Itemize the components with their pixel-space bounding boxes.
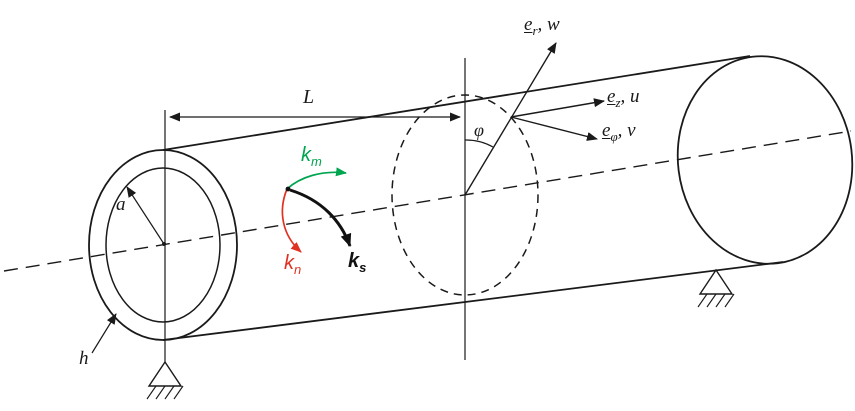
km-subscript: m — [311, 154, 322, 169]
kn-symbol: k — [284, 252, 294, 274]
er-vector-label: er, w — [524, 15, 560, 37]
km-symbol: k — [301, 144, 311, 166]
phi-angle-label: φ — [474, 120, 484, 140]
thickness-label: h — [79, 348, 89, 369]
ks-symbol: k — [348, 250, 360, 272]
er-symbol: e — [524, 14, 533, 35]
radius-label: a — [116, 194, 126, 215]
ez-symbol: e — [607, 86, 616, 107]
cylinder-bottom-edge — [162, 261, 784, 341]
er-displacement: , w — [537, 14, 560, 35]
ks-subscript: s — [359, 260, 367, 275]
ez-displacement: , u — [620, 86, 640, 107]
curvature-origin-dot — [285, 186, 291, 192]
ephi-symbol: e — [602, 120, 611, 141]
er-subscript: r — [532, 22, 538, 38]
ephi-subscript: φ — [610, 128, 618, 144]
kn-subscript: n — [294, 262, 302, 277]
ez-subscript: z — [615, 94, 621, 110]
ephi-vector-label: eφ, v — [602, 121, 636, 143]
left-support — [146, 360, 184, 400]
km-arrow — [286, 167, 347, 190]
right-support — [697, 268, 735, 308]
length-label: L — [303, 86, 315, 108]
er-axis-arrow — [464, 42, 557, 196]
ephi-displacement: , v — [617, 120, 636, 141]
ephi-axis-arrow — [510, 116, 598, 141]
left-outer-ellipse — [88, 149, 238, 341]
kn-curvature-label: kn — [284, 253, 301, 276]
ks-arrow — [289, 188, 352, 247]
km-curvature-label: km — [301, 145, 322, 168]
ks-curvature-label: ks — [348, 251, 366, 274]
ez-vector-label: ez, u — [607, 87, 640, 109]
ez-axis-arrow — [510, 98, 605, 118]
kn-arrow — [281, 188, 302, 253]
phi-angle-arc — [464, 139, 494, 148]
thickness-arrow — [91, 313, 117, 354]
cylinder-top-edge — [162, 55, 751, 151]
left-inner-ellipse — [105, 167, 221, 323]
axis-line — [3, 130, 852, 272]
end-cap-ellipse — [676, 55, 854, 265]
radius-arrow — [126, 186, 165, 245]
